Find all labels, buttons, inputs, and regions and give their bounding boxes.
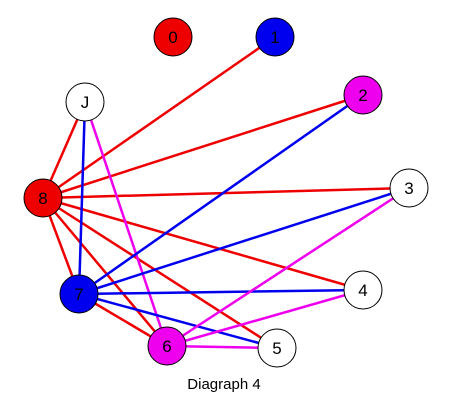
diagram-caption: Diagraph 4 <box>187 376 260 393</box>
node-1: 1 <box>255 17 295 57</box>
node-layer: 0 1 2 3 4 5 6 7 8 J <box>23 17 429 368</box>
node-0: 0 <box>153 17 193 57</box>
node-4: 4 <box>343 270 383 310</box>
node-label-5: 5 <box>272 339 281 358</box>
edge-layer <box>41 35 410 350</box>
node-circle-3 <box>389 168 429 208</box>
edge-6-4 <box>166 288 364 348</box>
node-7: 7 <box>59 274 99 314</box>
node-label-3: 3 <box>404 179 413 198</box>
node-label-J: J <box>81 93 90 112</box>
edge-8-4 <box>42 196 364 292</box>
edge-J-7 <box>77 101 87 295</box>
edge-7-2 <box>78 93 364 296</box>
node-circle-5 <box>257 328 297 368</box>
edge-7-3 <box>78 186 410 296</box>
node-label-8: 8 <box>38 189 47 208</box>
edge-8-6 <box>42 197 168 347</box>
edge-7-5 <box>78 292 278 350</box>
node-label-7: 7 <box>74 285 83 304</box>
node-3: 3 <box>389 168 429 208</box>
node-5: 5 <box>257 328 297 368</box>
node-circle-2 <box>343 75 383 115</box>
edge-7-4 <box>78 288 364 296</box>
node-circle-6 <box>147 326 187 366</box>
node-J: J <box>65 82 105 122</box>
node-circle-4 <box>343 270 383 310</box>
node-8: 8 <box>23 178 63 218</box>
node-label-1: 1 <box>270 28 279 47</box>
node-2: 2 <box>343 75 383 115</box>
node-label-0: 0 <box>168 28 177 47</box>
edge-8-3 <box>42 186 410 200</box>
node-label-2: 2 <box>358 86 367 105</box>
node-6: 6 <box>147 326 187 366</box>
node-label-6: 6 <box>162 337 171 356</box>
node-circle-0 <box>153 17 193 57</box>
node-circle-7 <box>59 274 99 314</box>
node-label-4: 4 <box>358 281 367 300</box>
node-circle-8 <box>23 178 63 218</box>
node-circle-1 <box>255 17 295 57</box>
edge-J-6 <box>83 101 169 347</box>
edge-6-3 <box>166 186 410 348</box>
node-circle-J <box>65 82 105 122</box>
edge-8-2 <box>42 93 364 200</box>
